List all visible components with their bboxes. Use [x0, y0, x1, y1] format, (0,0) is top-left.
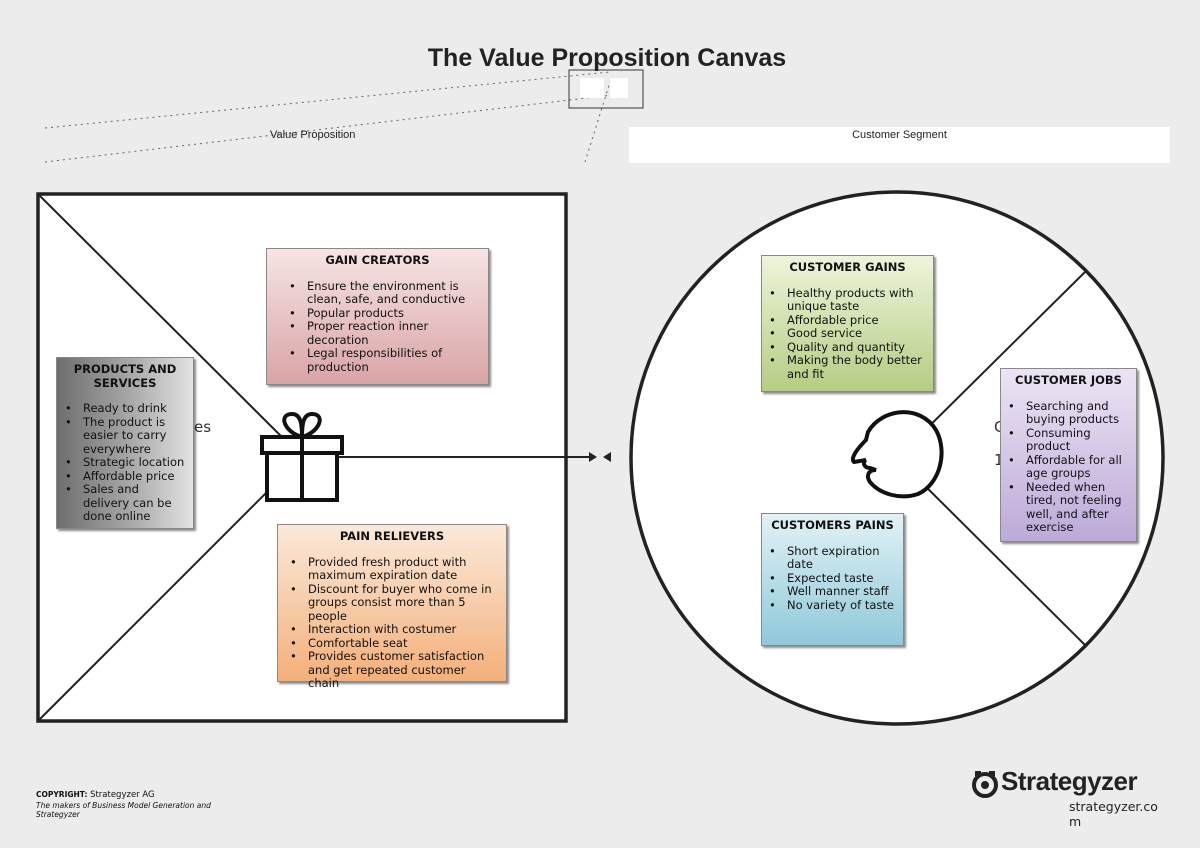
value-map-divider [37, 193, 303, 458]
list-item: Quality and quantity [769, 340, 925, 355]
customer-segment-label: Customer Segment [852, 129, 947, 141]
fit-arrow-head-left [603, 452, 611, 462]
customer-segment-box: Customer Segment [629, 127, 1170, 163]
list-item: Making the body better and fit [769, 353, 925, 381]
list-item: Consuming product [1008, 426, 1128, 454]
list-item: Comfortable seat [290, 636, 498, 651]
list-item: Affordable price [769, 313, 925, 328]
list-item: Ready to drink [65, 401, 185, 416]
list-item: Sales and delivery can be done online [65, 482, 185, 524]
products-services-title: PRODUCTS AND SERVICES [73, 362, 177, 390]
list-item: Provided fresh product with maximum expi… [290, 555, 498, 583]
hidden-fragment-right-bottom: 1 [994, 451, 1004, 469]
list-item: Needed when tired, not feeling well, and… [1008, 480, 1128, 535]
gain-creators-card: GAIN CREATORS Ensure the environment is … [266, 248, 489, 385]
gain-creators-list: Ensure the environment is clean, safe, a… [275, 279, 480, 375]
list-item: No variety of taste [769, 598, 895, 613]
list-item: Popular products [289, 306, 480, 321]
page-title: The Value Proposition Canvas [427, 44, 787, 72]
customer-jobs-list: Searching and buying products Consuming … [1008, 399, 1128, 535]
customer-jobs-card: CUSTOMER JOBS Searching and buying produ… [1000, 368, 1137, 542]
customer-gains-list: Healthy products with unique taste Affor… [769, 286, 925, 382]
list-item: Strategic location [65, 455, 185, 470]
list-item: Affordable price [65, 469, 185, 484]
customers-pains-card: CUSTOMERS PAINS Short expiration date Ex… [761, 513, 904, 646]
list-item: Healthy products with unique taste [769, 286, 925, 314]
guide-line [44, 71, 611, 129]
hidden-fragment-left: es [194, 418, 212, 436]
list-item: The product is easier to carry everywher… [65, 415, 185, 457]
list-item: Ensure the environment is clean, safe, a… [289, 279, 480, 307]
customers-pains-title: CUSTOMERS PAINS [771, 518, 894, 532]
customer-gains-card: CUSTOMER GAINS Healthy products with uni… [761, 255, 934, 392]
list-item: Searching and buying products [1008, 399, 1128, 427]
copyright-tagline: The makers of Business Model Generation … [36, 800, 211, 820]
products-services-card: PRODUCTS AND SERVICES Ready to drink The… [56, 357, 194, 529]
customer-face-icon [851, 410, 944, 499]
list-item: Proper reaction inner decoration [289, 319, 480, 347]
list-item: Legal responsibilities of production [289, 346, 480, 374]
list-item: Short expiration date [769, 544, 895, 572]
list-item: Provides customer satisfaction and get r… [290, 649, 498, 691]
list-item: Good service [769, 326, 925, 341]
list-item: Interaction with costumer [290, 622, 498, 637]
title-marker-fill [610, 78, 628, 98]
copyright-name: Strategyzer AG [90, 790, 155, 800]
copyright-label: COPYRIGHT: [36, 790, 88, 799]
strategyzer-logo-icon [972, 771, 998, 798]
customers-pains-list: Short expiration date Expected taste Wel… [769, 544, 895, 613]
list-item: Well manner staff [769, 584, 895, 599]
pain-relievers-list: Provided fresh product with maximum expi… [286, 555, 498, 691]
gift-icon [260, 411, 344, 502]
customer-gains-title: CUSTOMER GAINS [789, 260, 906, 274]
list-item: Expected taste [769, 571, 895, 586]
products-services-list: Ready to drink The product is easier to … [65, 401, 185, 524]
customer-jobs-title: CUSTOMER JOBS [1015, 373, 1122, 387]
brand-url[interactable]: strategyzer.com [1069, 799, 1158, 829]
title-marker-fill [580, 78, 604, 98]
gain-creators-title: GAIN CREATORS [325, 253, 430, 267]
list-item: Discount for buyer who come in groups co… [290, 582, 498, 624]
title-marker-box [568, 69, 644, 109]
copyright-block: COPYRIGHT: Strategyzer AG The makers of … [36, 790, 236, 820]
list-item: Affordable for all age groups [1008, 453, 1128, 481]
brand-name: Strategyzer [1001, 766, 1138, 796]
hidden-fragment-right-top: C [994, 418, 1004, 436]
pain-relievers-card: PAIN RELIEVERS Provided fresh product wi… [277, 524, 507, 690]
fit-arrow-head-right [589, 452, 597, 462]
value-map-divider [37, 456, 303, 722]
value-proposition-label: Value Proposition [270, 129, 356, 141]
pain-relievers-title: PAIN RELIEVERS [339, 529, 445, 543]
guide-line [44, 94, 613, 163]
